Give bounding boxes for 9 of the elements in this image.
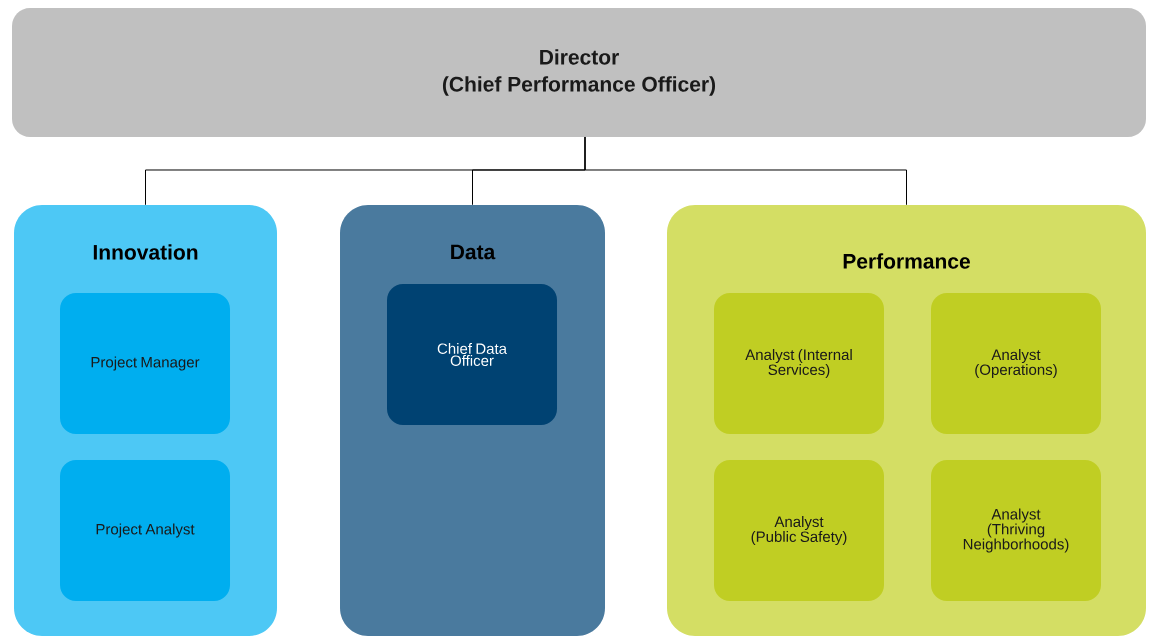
role-box: Chief Data Officer: [387, 284, 557, 425]
role-box: Analyst (Public Safety): [714, 460, 884, 601]
role-box: Analyst (Thriving Neighborhoods): [931, 460, 1101, 601]
role-box: Project Manager: [60, 293, 230, 434]
role-box: Analyst (Internal Services): [714, 293, 884, 434]
title-box: Director (Chief Performance Officer): [12, 8, 1146, 137]
role-box: Project Analyst: [60, 460, 230, 601]
connector-line: [584, 136, 907, 206]
role-box: Analyst (Operations): [931, 293, 1101, 434]
